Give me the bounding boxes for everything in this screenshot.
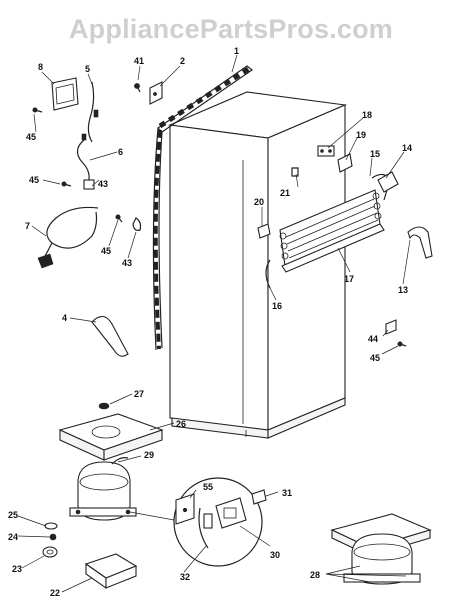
part-29-compressor xyxy=(69,457,137,521)
part-25-grommet xyxy=(44,522,58,530)
callout-26: 26 xyxy=(176,419,186,429)
callout-45-a: 45 xyxy=(26,132,36,142)
callout-29: 29 xyxy=(144,450,154,460)
part-14-bracket xyxy=(377,171,399,193)
callout-4: 4 xyxy=(62,313,67,323)
part-21-clip xyxy=(291,167,299,177)
callout-43-b: 43 xyxy=(122,258,132,268)
callout-32: 32 xyxy=(180,572,190,582)
part-45-screw-d xyxy=(397,341,407,347)
leader-lines xyxy=(17,54,411,593)
part-8-cover xyxy=(51,77,79,111)
callout-22: 22 xyxy=(50,588,60,598)
callout-44: 44 xyxy=(368,334,378,344)
callout-18: 18 xyxy=(362,110,372,120)
part-1-gasket-loop xyxy=(152,65,254,351)
callout-25: 25 xyxy=(8,510,18,520)
callout-19: 19 xyxy=(356,130,366,140)
callout-8: 8 xyxy=(38,62,43,72)
part-6-harness xyxy=(76,139,95,190)
callout-6: 6 xyxy=(118,147,123,157)
part-41-screw xyxy=(134,83,141,93)
callout-30: 30 xyxy=(270,550,280,560)
callout-14: 14 xyxy=(402,143,412,153)
relay-detail-circle xyxy=(129,477,263,567)
part-20-clip xyxy=(257,223,271,239)
callout-2: 2 xyxy=(180,56,185,66)
part-23-clip xyxy=(42,546,58,558)
part-26-drain-pan xyxy=(58,413,164,461)
part-5-wire-leads xyxy=(81,81,99,143)
callout-24: 24 xyxy=(8,532,18,542)
part-31-clip xyxy=(251,489,267,505)
callout-31: 31 xyxy=(282,488,292,498)
callout-numbers: 1 2 41 8 5 45 6 45 43 7 45 43 4 18 19 15… xyxy=(8,46,412,598)
callout-17: 17 xyxy=(344,274,354,284)
part-28-compressor-assembly xyxy=(330,513,432,585)
callout-27: 27 xyxy=(134,389,144,399)
callout-55: 55 xyxy=(203,482,213,492)
part-17-condenser xyxy=(279,189,385,273)
callout-45-c: 45 xyxy=(101,246,111,256)
part-44-clip xyxy=(385,319,397,335)
part-45-screw-b xyxy=(61,181,72,187)
callout-23: 23 xyxy=(12,564,22,574)
part-22-mount-bracket xyxy=(84,553,138,590)
part-32-harness xyxy=(198,507,213,549)
part-2-bracket xyxy=(149,81,163,105)
part-45-screw-a xyxy=(32,107,43,113)
callout-20: 20 xyxy=(254,197,264,207)
watermark-text: AppliancePartsPros.com xyxy=(68,14,393,44)
part-55-overload xyxy=(175,493,195,525)
part-24-bolt xyxy=(49,533,57,541)
part-4-tube xyxy=(91,315,129,357)
condenser-coil-ends xyxy=(279,192,382,260)
callout-5: 5 xyxy=(85,64,90,74)
part-45-screw-c xyxy=(115,214,123,223)
callout-45-b: 45 xyxy=(29,175,39,185)
callout-28: 28 xyxy=(310,570,320,580)
part-13-tube xyxy=(407,226,433,259)
refrigerator-cabinet xyxy=(167,91,348,439)
callout-43-a: 43 xyxy=(98,179,108,189)
part-18-bracket xyxy=(317,145,335,157)
part-7-power-cord xyxy=(37,206,99,269)
callout-13: 13 xyxy=(398,285,408,295)
callout-41: 41 xyxy=(134,56,144,66)
part-30-relay xyxy=(215,497,247,529)
callout-1: 1 xyxy=(234,46,239,56)
part-19-clip xyxy=(337,153,353,173)
callout-15: 15 xyxy=(370,149,380,159)
callout-21: 21 xyxy=(280,188,290,198)
part-27-grommet xyxy=(98,402,110,410)
condenser-fins xyxy=(285,198,379,259)
callout-45-d: 45 xyxy=(370,353,380,363)
part-43-clip xyxy=(132,217,142,231)
callout-16: 16 xyxy=(272,301,282,311)
callout-7: 7 xyxy=(25,221,30,231)
